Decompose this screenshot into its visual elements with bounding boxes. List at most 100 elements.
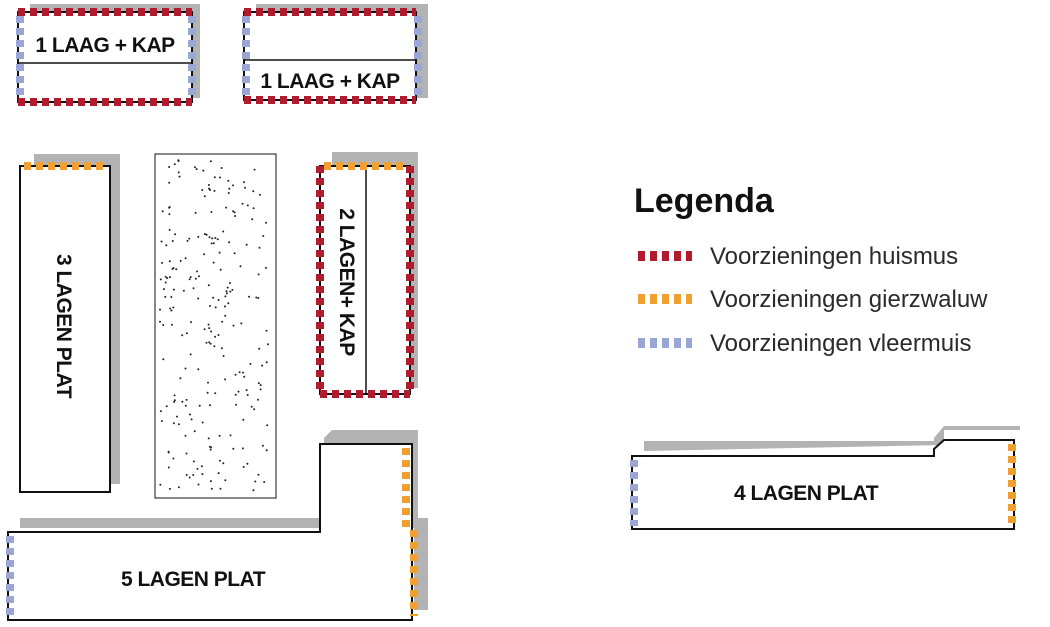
park-dot	[218, 251, 221, 254]
building-bottom-l: 5 LAGEN PLAT	[7, 443, 413, 621]
park-dot	[216, 238, 219, 241]
legend-item-gierzwaluw: Voorzieningen gierzwaluw	[638, 286, 988, 313]
park-dot	[209, 160, 212, 163]
park-dot	[166, 277, 169, 280]
park-dot	[259, 384, 262, 387]
park-dot	[179, 377, 182, 380]
park-dot	[265, 221, 268, 224]
park-dot	[203, 195, 206, 198]
park-dot	[179, 259, 182, 262]
park-dot	[185, 474, 188, 476]
park-dot	[170, 309, 173, 312]
park-dot	[177, 486, 180, 489]
park-dot	[258, 246, 261, 249]
park-dot	[200, 465, 203, 468]
park-dot	[218, 459, 221, 462]
park-dot	[258, 347, 261, 350]
park-dot	[171, 267, 174, 270]
building-right-tall: 2 LAGEN+ KAP	[319, 165, 411, 395]
park-dot	[212, 296, 215, 299]
park-dot	[167, 451, 170, 454]
park-dot	[261, 364, 264, 367]
park-dot	[265, 449, 268, 452]
park-dot	[227, 179, 230, 182]
park-dot	[168, 213, 171, 216]
park-dot	[192, 460, 195, 463]
park-dot	[232, 210, 235, 213]
park-dot	[240, 322, 243, 325]
park-dot	[161, 210, 164, 213]
park-dot	[224, 295, 227, 298]
building-top-left: 1 LAAG + KAP	[17, 11, 193, 103]
park-dot	[242, 371, 244, 374]
park-dot	[207, 437, 210, 440]
park-dot	[207, 184, 210, 186]
park-dot	[168, 228, 171, 231]
park-dot	[234, 215, 237, 217]
park-dot	[212, 261, 215, 264]
building-right-block: 4 LAGEN PLAT	[631, 439, 1015, 530]
park-dot	[253, 408, 256, 411]
park-dot	[222, 462, 225, 465]
park-dot	[198, 404, 201, 407]
park-dot	[193, 430, 196, 433]
park-dot	[194, 211, 197, 214]
park-dot	[173, 399, 176, 402]
legend-label-huismus: Voorzieningen huismus	[710, 243, 958, 270]
park-dot	[194, 277, 197, 280]
legend: Legenda Voorzieningen huismus Voorzienin…	[634, 182, 988, 357]
park-dot	[189, 353, 192, 356]
park-dot	[161, 261, 164, 264]
park-dot	[209, 304, 211, 307]
park-dot	[164, 295, 167, 298]
park-dot	[164, 281, 167, 284]
park-dot	[257, 473, 260, 476]
park-dot	[165, 244, 168, 247]
park-dot	[165, 405, 168, 408]
park-dot	[162, 324, 165, 326]
park-dot	[214, 306, 217, 309]
park-dot	[241, 202, 244, 205]
park-dot	[188, 476, 191, 479]
park-dot	[203, 233, 206, 236]
park-dot	[242, 418, 245, 421]
park-dot	[171, 240, 174, 242]
park-dot	[222, 230, 225, 233]
park-dot	[257, 273, 260, 276]
park-dot	[209, 480, 212, 483]
park-dot	[228, 187, 231, 190]
park-dot	[244, 186, 246, 189]
park-dot	[221, 320, 224, 323]
park-dot	[210, 330, 213, 333]
park-dot	[232, 184, 234, 187]
park-dot	[253, 168, 256, 171]
park-dot	[197, 297, 200, 300]
building-right-tall-label: 2 LAGEN+ KAP	[335, 208, 358, 356]
park-dot	[239, 265, 242, 268]
park-dot	[210, 211, 213, 213]
park-dot	[192, 287, 195, 290]
park-dot	[202, 169, 205, 172]
park-dot	[250, 405, 253, 408]
park-dot	[266, 424, 269, 427]
park-dot	[172, 306, 175, 309]
park-dot	[246, 394, 249, 396]
park-dot	[226, 286, 229, 289]
park-dot	[203, 328, 206, 331]
park-dot	[249, 362, 252, 365]
park-dot	[172, 422, 175, 425]
park-dot	[225, 290, 228, 293]
park-dot	[203, 253, 206, 256]
park-dot	[192, 474, 195, 476]
park-dot	[190, 321, 192, 324]
park-dot	[258, 193, 261, 196]
park-dot	[265, 329, 268, 332]
park-dot	[214, 392, 217, 395]
park-dot	[257, 297, 260, 299]
park-dot	[197, 368, 200, 371]
park-dot	[177, 171, 180, 174]
park-dot	[196, 467, 199, 470]
park-dot	[201, 421, 204, 424]
park-dot	[173, 163, 176, 166]
park-dot	[231, 288, 234, 291]
